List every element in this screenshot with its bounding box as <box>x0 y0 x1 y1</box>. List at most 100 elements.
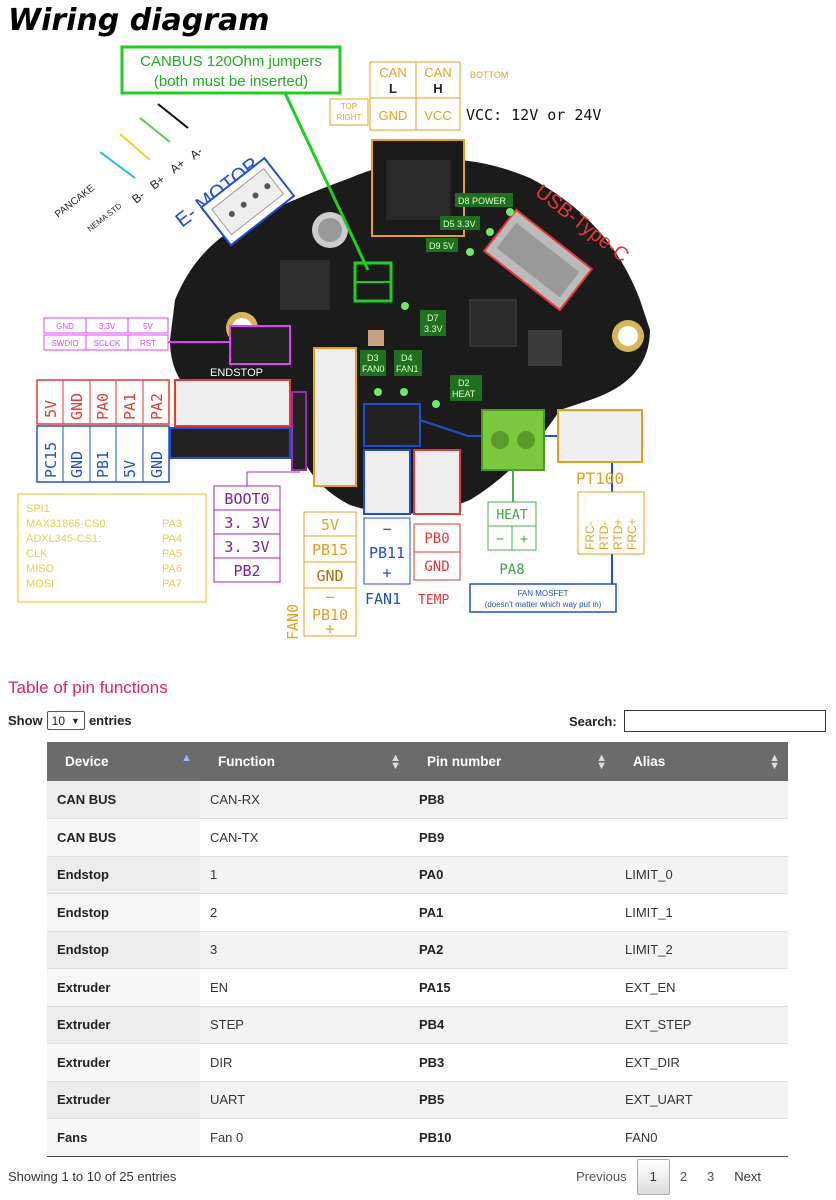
spi-line-label: MAX31865-CS0: <box>26 518 109 530</box>
cell-alias: EXT_DIR <box>625 1054 680 1070</box>
cell-pin-number: PB9 <box>419 829 445 845</box>
spi-line-pin: PA7 <box>162 578 182 590</box>
pt100-pins: FRC- RTD- RTD+ FRC+ <box>577 491 645 555</box>
cell-alias: EXT_UART <box>615 1081 788 1119</box>
sort-both-icon: ▲▼ <box>769 752 780 772</box>
svg-text:3. 3V: 3. 3V <box>224 538 269 556</box>
cell-device: Extruder <box>47 1043 200 1081</box>
motor-wires <box>99 103 189 179</box>
svg-text:HEAT: HEAT <box>496 508 527 523</box>
motor-connector <box>199 156 296 247</box>
table-info: Showing 1 to 10 of 25 entries <box>8 1169 177 1184</box>
page-button-2[interactable]: 2 <box>679 1169 688 1184</box>
cell-alias: EXT_EN <box>625 979 676 995</box>
svg-text:PB2: PB2 <box>233 562 260 580</box>
svg-text:5V: 5V <box>121 460 139 478</box>
svg-text:PA1: PA1 <box>121 393 139 420</box>
spi-line-pin: PA5 <box>162 548 182 560</box>
endstop-label: ENDSTOP <box>210 367 263 379</box>
nema-std-label: NEMA STD <box>86 201 124 233</box>
svg-text:D8 POWER: D8 POWER <box>458 196 507 206</box>
svg-text:GND: GND <box>424 559 449 575</box>
svg-text:CAN: CAN <box>424 65 451 80</box>
svg-text:RST: RST <box>140 339 156 348</box>
cell-device: CAN BUS <box>47 818 200 856</box>
cell-device: Extruder <box>47 1006 200 1044</box>
svg-text:TOP: TOP <box>341 102 357 111</box>
cell-function: CAN-TX <box>210 829 259 845</box>
svg-text:SCLCK: SCLCK <box>94 339 121 348</box>
svg-text:GND: GND <box>148 451 166 478</box>
cell-alias: EXT_STEP <box>615 1006 788 1044</box>
cell-function: 1 <box>200 856 409 894</box>
previous-button[interactable]: Previous <box>576 1169 627 1184</box>
spi-line-label: ADXL345-CS1: <box>26 533 101 545</box>
cell-alias: LIMIT_0 <box>615 856 788 894</box>
svg-text:FAN1: FAN1 <box>396 364 419 374</box>
cell-device: Endstop <box>47 931 200 969</box>
cell-device: Extruder <box>47 1081 200 1119</box>
pin-functions-table: Device▲ Function▲▼ Pin number▲▼ Alias▲▼ … <box>47 742 788 1157</box>
svg-text:−: − <box>325 588 334 606</box>
svg-text:PA0: PA0 <box>94 393 112 420</box>
svg-text:−: − <box>496 532 504 547</box>
pt100-label: PT100 <box>576 469 624 488</box>
search-input[interactable] <box>623 710 826 732</box>
column-header-device[interactable]: Device▲ <box>47 742 200 781</box>
cell-device: CAN BUS <box>47 781 200 819</box>
section-title: Table of pin functions <box>8 678 168 697</box>
column-header-alias[interactable]: Alias▲▼ <box>615 742 788 781</box>
column-header-function[interactable]: Function▲▼ <box>200 742 409 781</box>
next-button[interactable]: Next <box>734 1169 762 1184</box>
spi-line-pin: PA6 <box>162 563 182 575</box>
svg-text:BOOT0: BOOT0 <box>224 490 269 508</box>
svg-text:D5 3.3V: D5 3.3V <box>443 219 476 229</box>
cell-pin-number: PB4 <box>409 1006 615 1044</box>
svg-text:PA2: PA2 <box>148 393 166 420</box>
cell-pin-number: PB8 <box>409 781 615 819</box>
svg-text:RIGHT: RIGHT <box>337 113 362 122</box>
cell-function: EN <box>210 979 229 995</box>
search-label: Search: <box>569 713 617 729</box>
spi-line-label: MOSI <box>26 578 54 590</box>
boot-pins: BOOT0 3. 3V 3. 3V PB2 <box>213 485 281 583</box>
usb-connector <box>482 208 594 312</box>
vcc-note: VCC: 12V or 24V <box>466 106 601 124</box>
diagram-title: Wiring diagram <box>8 3 270 38</box>
column-header-pin-number[interactable]: Pin number▲▼ <box>409 742 615 781</box>
svg-text:CAN: CAN <box>379 65 406 80</box>
cell-device: Extruder <box>47 968 200 1006</box>
svg-text:PB1: PB1 <box>94 451 112 478</box>
spi-line-label: CLK <box>26 548 48 560</box>
spi-line-pin: PA4 <box>162 533 182 545</box>
fan-mosfet-note: (doesn't matter which way put in) <box>485 600 602 609</box>
entries-length-control: Show 10 ▼ entries <box>8 711 132 730</box>
page-button-1[interactable]: 1 <box>636 1159 670 1195</box>
endstop-pins: 5V GND PA0 PA1 PA2 PC15 GND PB1 5V GND <box>36 379 170 483</box>
led-labels: D8 POWER D5 3.3V D9 5V D7 3.3V D3 FAN0 D… <box>360 193 513 401</box>
svg-text:GND: GND <box>56 322 74 331</box>
cell-function: 3 <box>200 931 409 969</box>
entries-label: entries <box>88 713 132 728</box>
cell-pin-number: PA2 <box>409 931 615 969</box>
cell-pin-number: PB5 <box>409 1081 615 1119</box>
wire-b-minus: B- <box>129 188 147 206</box>
cell-alias: LIMIT_1 <box>625 904 673 920</box>
svg-text:VCC: VCC <box>424 108 451 123</box>
svg-text:3.3V: 3.3V <box>424 324 443 334</box>
cell-function: CAN-RX <box>200 781 409 819</box>
svg-text:HEAT: HEAT <box>452 389 476 399</box>
search-control: Search: <box>569 710 826 732</box>
fan-mosfet-label: FAN MOSFET <box>517 589 568 598</box>
cell-pin-number: PA15 <box>419 979 451 995</box>
cell-function: DIR <box>210 1054 233 1070</box>
svg-text:5V: 5V <box>42 400 60 418</box>
entries-select[interactable]: 10 ▼ <box>46 711 85 730</box>
cell-pin-number: PB10 <box>419 1129 452 1145</box>
page-button-3[interactable]: 3 <box>707 1169 715 1184</box>
